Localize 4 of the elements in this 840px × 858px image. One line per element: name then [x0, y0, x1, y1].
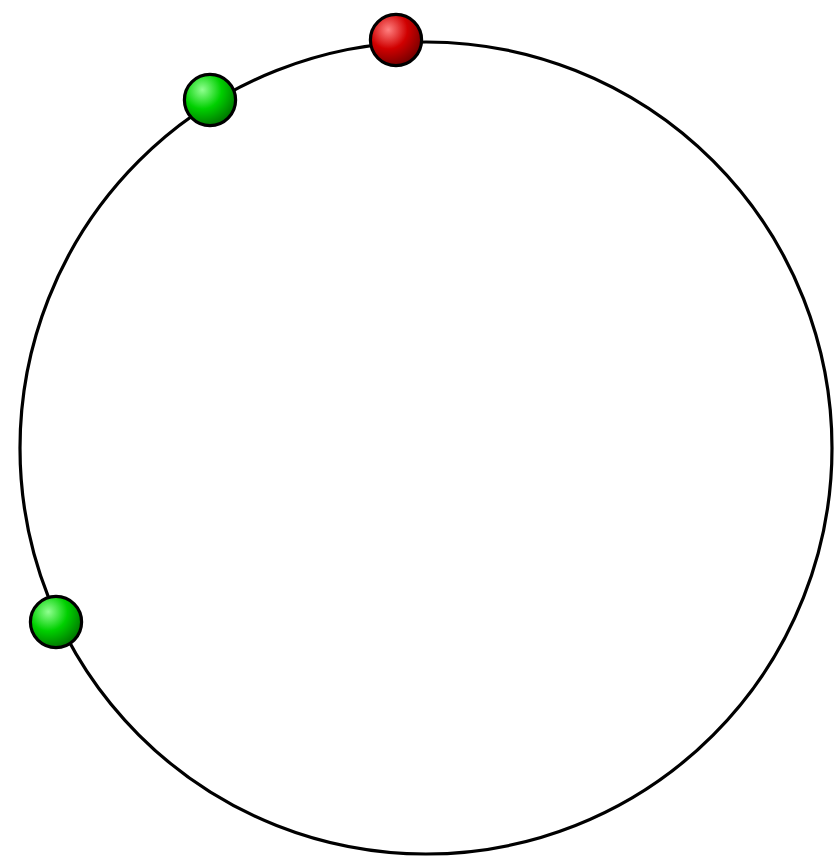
- orbit-circle: [18, 40, 834, 856]
- ball: [182, 72, 238, 128]
- ball: [28, 594, 84, 650]
- ball: [368, 12, 424, 68]
